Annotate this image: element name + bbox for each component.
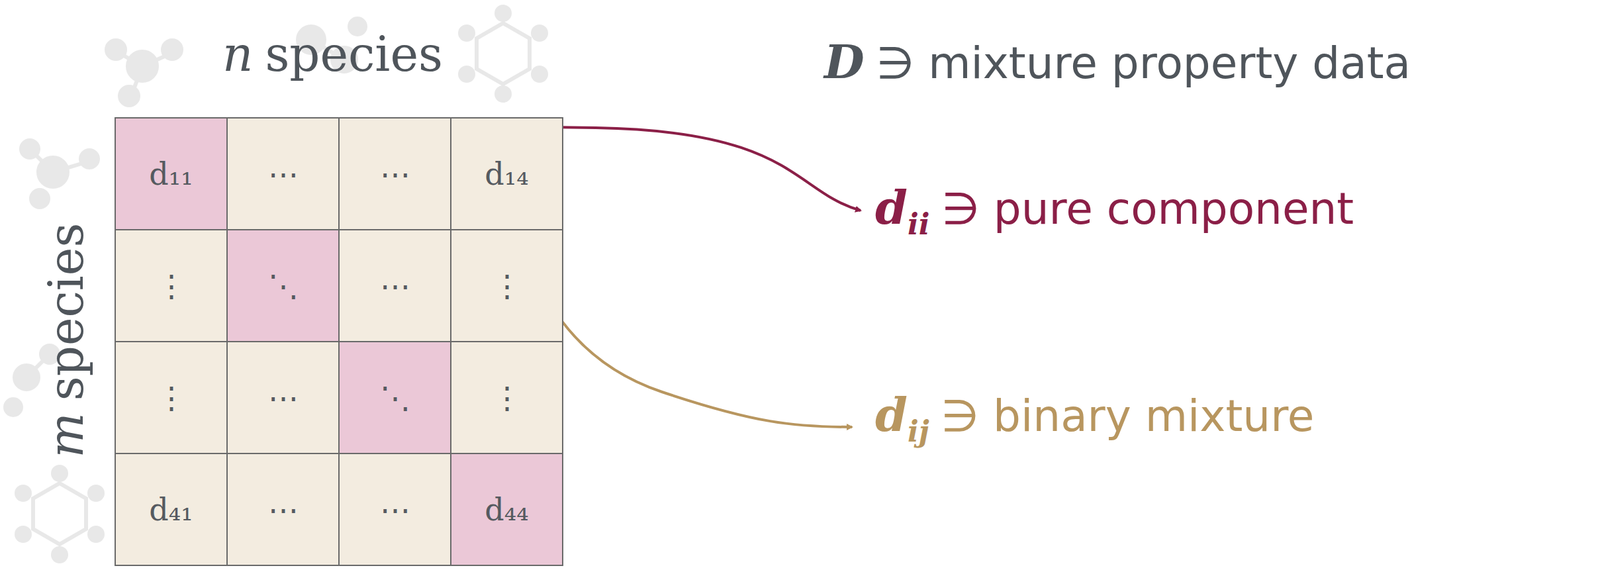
label-line: D∋ mixture property data [824, 34, 1411, 90]
cell-text: d₄₁ [148, 491, 193, 528]
axis-label: species [264, 26, 443, 83]
diagonal-cell: ⋱ [226, 229, 340, 343]
cell-text: ⋱ [379, 379, 411, 416]
matrix-cell: d₄₁ [114, 452, 228, 566]
matrix-cell: ⋮ [114, 340, 228, 455]
matrix-cell: ⋯ [226, 452, 340, 566]
matrix-cell: d₁₄ [450, 117, 564, 231]
cell-text: d₁₁ [148, 156, 193, 192]
diagonal-cell: d₁₁ [114, 117, 228, 231]
callout-text: ∋ pure component [941, 183, 1354, 235]
matrix-cell: ⋯ [226, 117, 340, 231]
diagonal-cell: d₄₄ [450, 452, 564, 566]
cell-text: d₁₄ [484, 156, 529, 192]
cell-text: ⋯ [268, 156, 299, 192]
callout-text: d [875, 180, 908, 236]
matrix-cell: ⋮ [114, 229, 228, 343]
callout-text: ij [907, 414, 930, 449]
matrix-cell: ⋯ [338, 452, 452, 566]
axis-label: m [38, 412, 95, 458]
cell-text: ⋯ [268, 379, 299, 416]
matrix-cell: ⋯ [226, 340, 340, 455]
heading-text: D [824, 34, 865, 90]
matrix-cell: ⋮ [450, 229, 564, 343]
cell-text: ⋮ [491, 268, 523, 304]
label-line: m species [38, 223, 95, 459]
heading-text: ∋ mixture property data [876, 37, 1411, 89]
label-line: dii∋ pure component [875, 180, 1354, 236]
matrix-cell: ⋯ [338, 117, 452, 231]
cell-text: ⋮ [156, 379, 187, 416]
callout-text: ∋ binary mixture [941, 390, 1315, 442]
label-line: dij∋ binary mixture [875, 387, 1315, 443]
diagonal-cell: ⋱ [338, 340, 452, 455]
label-line: nspecies [222, 26, 443, 83]
cell-text: ⋯ [268, 491, 299, 528]
cell-text: ⋯ [379, 268, 411, 304]
axis-label: species [38, 223, 95, 402]
cell-text: ⋮ [491, 379, 523, 416]
matrix-cell: ⋯ [338, 229, 452, 343]
callout-text: d [875, 387, 908, 443]
cell-text: d₄₄ [484, 491, 529, 528]
cell-text: ⋮ [156, 268, 187, 304]
callout-text: ii [907, 207, 930, 241]
cell-text: ⋱ [268, 268, 299, 304]
matrix-cell: ⋮ [450, 340, 564, 455]
cell-text: ⋯ [379, 156, 411, 192]
axis-label: n [222, 26, 253, 83]
cell-text: ⋯ [379, 491, 411, 528]
